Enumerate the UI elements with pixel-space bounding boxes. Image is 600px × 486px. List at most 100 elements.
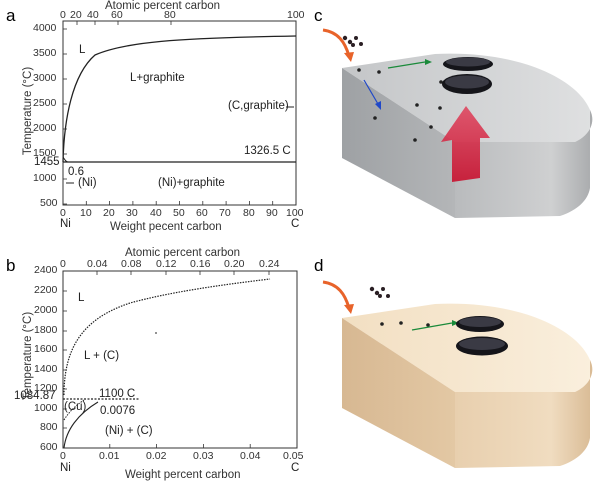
incoming-arrowhead-c [344, 52, 354, 62]
top-axis-label-b: Atomic percent carbon [125, 247, 241, 259]
x-tick-a-8: 80 [243, 207, 255, 219]
top-ticks-b [62, 271, 270, 275]
x-tick-a-4: 40 [150, 207, 162, 219]
y-tick-a-7: 500 [40, 197, 58, 209]
y-tick-b-5: 1400 [34, 363, 58, 375]
y-tick-a-2: 3000 [33, 72, 57, 84]
top-axis-label-a: Atomic percent carbon [105, 0, 221, 12]
label-liquid-a: L [79, 44, 86, 56]
y-ticks-b [63, 270, 67, 449]
graphene-layer-bottom-c [442, 74, 492, 94]
diffused-carbon-dots-c [357, 68, 443, 142]
y-tick-b-2: 2000 [34, 304, 58, 316]
x-tick-a-1: 10 [80, 207, 92, 219]
label-ni-melt-a: 1455 [34, 156, 60, 168]
y-ticks-a [63, 28, 67, 205]
x-tick-a-5: 50 [173, 207, 185, 219]
y-tick-a-4: 2000 [33, 122, 57, 134]
substrate-front-d [342, 318, 455, 468]
x-axis-label-b: Weight percent carbon [125, 469, 241, 481]
label-eutectic-temp-b: 1100 C [99, 388, 136, 400]
plot-frame-b [62, 270, 298, 449]
x-end-left-a: Ni [60, 218, 71, 230]
surface-carbon-dots-d [380, 321, 430, 327]
y-tick-a-5: 1500 [33, 147, 57, 159]
solvus-curve-b2 [63, 399, 85, 421]
label-liquid-graphite-a: L+graphite [130, 72, 185, 84]
y-tick-a-3: 2500 [33, 97, 57, 109]
top-tick-a-3: 60 [111, 9, 123, 21]
y-tick-b-7: 1000 [34, 402, 58, 414]
x-end-left-b: Ni [60, 462, 71, 474]
blue-arrowhead-c [375, 101, 381, 110]
green-arrow-c [387, 61, 426, 69]
x-tick-b-5: 0.05 [283, 450, 304, 462]
y-tick-b-1: 2200 [34, 284, 58, 296]
liquidus-curve-a [62, 35, 297, 163]
liquidus-curve-b [63, 278, 271, 396]
label-cu-phase-b: (Cu) [64, 401, 87, 413]
x-tick-a-3: 30 [126, 207, 138, 219]
stray-dot-b [155, 332, 157, 334]
x-tick-a-9: 90 [266, 207, 278, 219]
x-tick-a-10: 100 [286, 207, 304, 219]
label-ni-c-b: (Ni) + (C) [105, 425, 153, 437]
label-ni-graphite-a: (Ni)+graphite [158, 177, 225, 189]
x-tick-b-1: 0.01 [99, 450, 120, 462]
carbon-source-dots-c [342, 35, 363, 47]
top-tick-b-1: 0.04 [87, 258, 108, 270]
x-tick-a-6: 60 [196, 207, 208, 219]
segregation-arrow-c [441, 106, 490, 182]
label-eutectic-temp-a: 1326.5 C [244, 145, 291, 157]
x-end-right-b: C [291, 462, 300, 474]
y-tick-b-6: 1200 [34, 382, 58, 394]
substrate-front-c [342, 68, 455, 218]
top-tick-a-2: 40 [87, 9, 99, 21]
y-tick-a-6: 1000 [33, 172, 57, 184]
y-tick-a-1: 3500 [33, 47, 57, 59]
x-tick-a-0: 0 [60, 207, 66, 219]
top-tick-a-0: 0 [60, 9, 66, 21]
substrate-side-c [455, 110, 593, 218]
label-ni-phase-a: (Ni) [78, 177, 97, 189]
substrate-top-c [342, 53, 593, 142]
graphene-layer-top-d [456, 316, 504, 332]
label-liquid-b: L [78, 292, 85, 304]
graphene-layer-top-c [443, 57, 493, 71]
panel-letter-d: d [314, 256, 324, 275]
green-arrowhead-d [452, 320, 459, 326]
x-tick-a-7: 70 [219, 207, 231, 219]
x-end-right-a: C [291, 218, 300, 230]
x-tick-b-4: 0.04 [240, 450, 261, 462]
solvus-curve-b [63, 401, 99, 449]
y-tick-a-0: 4000 [33, 22, 57, 34]
label-cu-melt-b: 1084.87 [14, 390, 56, 402]
panel-letter-a: a [6, 6, 16, 25]
top-tick-b-2: 0.08 [121, 258, 142, 270]
solidus-curve-a [62, 156, 69, 163]
x-tick-a-2: 20 [103, 207, 115, 219]
y-tick-b-4: 1600 [34, 343, 58, 355]
x-ticks-a [62, 201, 297, 205]
label-liquid-c-b: L + (C) [84, 350, 120, 362]
graphene-layer-bottom-d [456, 336, 508, 356]
top-tick-b-6: 0.24 [259, 258, 280, 270]
label-c-graphite-a: (C,graphite) [228, 100, 289, 112]
incoming-arrowhead-d [344, 304, 354, 314]
x-tick-b-3: 0.03 [193, 450, 214, 462]
label-eutectic-comp-b: 0.0076 [100, 405, 136, 417]
top-tick-a-4: 80 [164, 9, 176, 21]
y-tick-b-9: 600 [40, 441, 58, 453]
label-eutectic-comp-a: 0.6 [68, 166, 84, 178]
y-tick-b-8: 800 [40, 421, 58, 433]
green-arrow-d [411, 322, 453, 331]
x-tick-b-2: 0.02 [146, 450, 167, 462]
top-tick-b-3: 0.12 [156, 258, 177, 270]
carbon-source-dots-d [369, 286, 390, 298]
y-tick-b-0: 2400 [34, 264, 58, 276]
panel-letter-b: b [6, 256, 16, 275]
